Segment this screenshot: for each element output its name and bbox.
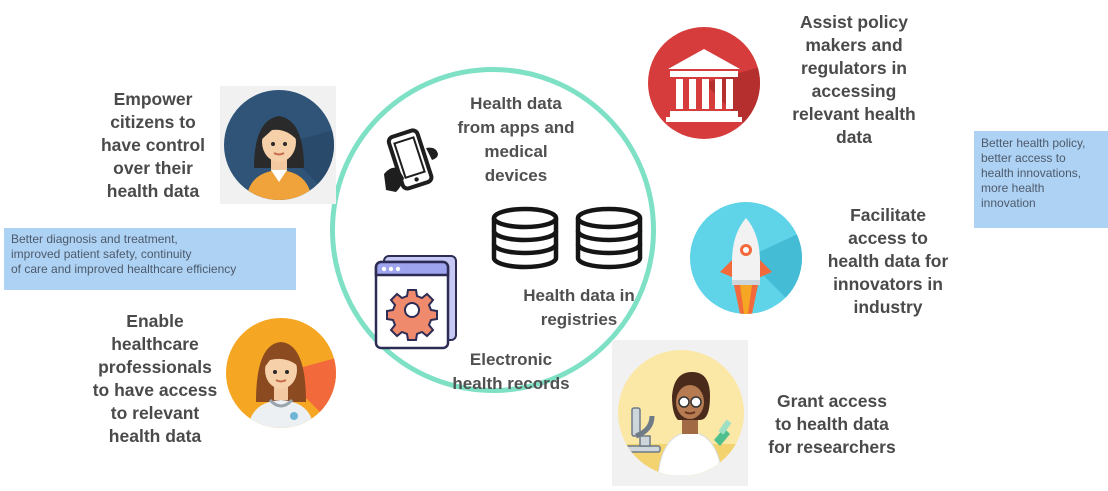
ehr-label: Electronic health records: [452, 350, 570, 393]
goal-professionals-label: Enable healthcare professionals to have …: [92, 311, 218, 446]
scientist-microscope-icon: [618, 350, 744, 476]
doctor-avatar-icon: [226, 318, 336, 428]
goal-innovators-label: Facilitate access to health data for inn…: [827, 205, 949, 317]
goal-researchers-label: Grant access to health data for research…: [768, 391, 896, 457]
care-benefits-note: Better diagnosis and treatment, improved…: [4, 228, 296, 290]
smartphone-icon: [380, 128, 444, 196]
center-ring: [330, 67, 656, 393]
rocket-icon: [690, 202, 802, 314]
registries-label: Health data in registries: [523, 286, 635, 329]
browser-gear-icon: [370, 252, 466, 352]
goal-policy-label: Assist policy makers and regulators in a…: [792, 12, 916, 147]
government-building-icon: [648, 27, 760, 139]
apps-data-label: Health data from apps and medical device…: [457, 94, 575, 185]
database-icon: [489, 206, 561, 270]
database-icon: [573, 206, 645, 270]
woman-avatar-icon: [224, 90, 334, 200]
goal-citizens-label: Empower citizens to have control over th…: [100, 89, 206, 201]
policy-benefits-note: Better health policy, better access to h…: [974, 131, 1108, 228]
